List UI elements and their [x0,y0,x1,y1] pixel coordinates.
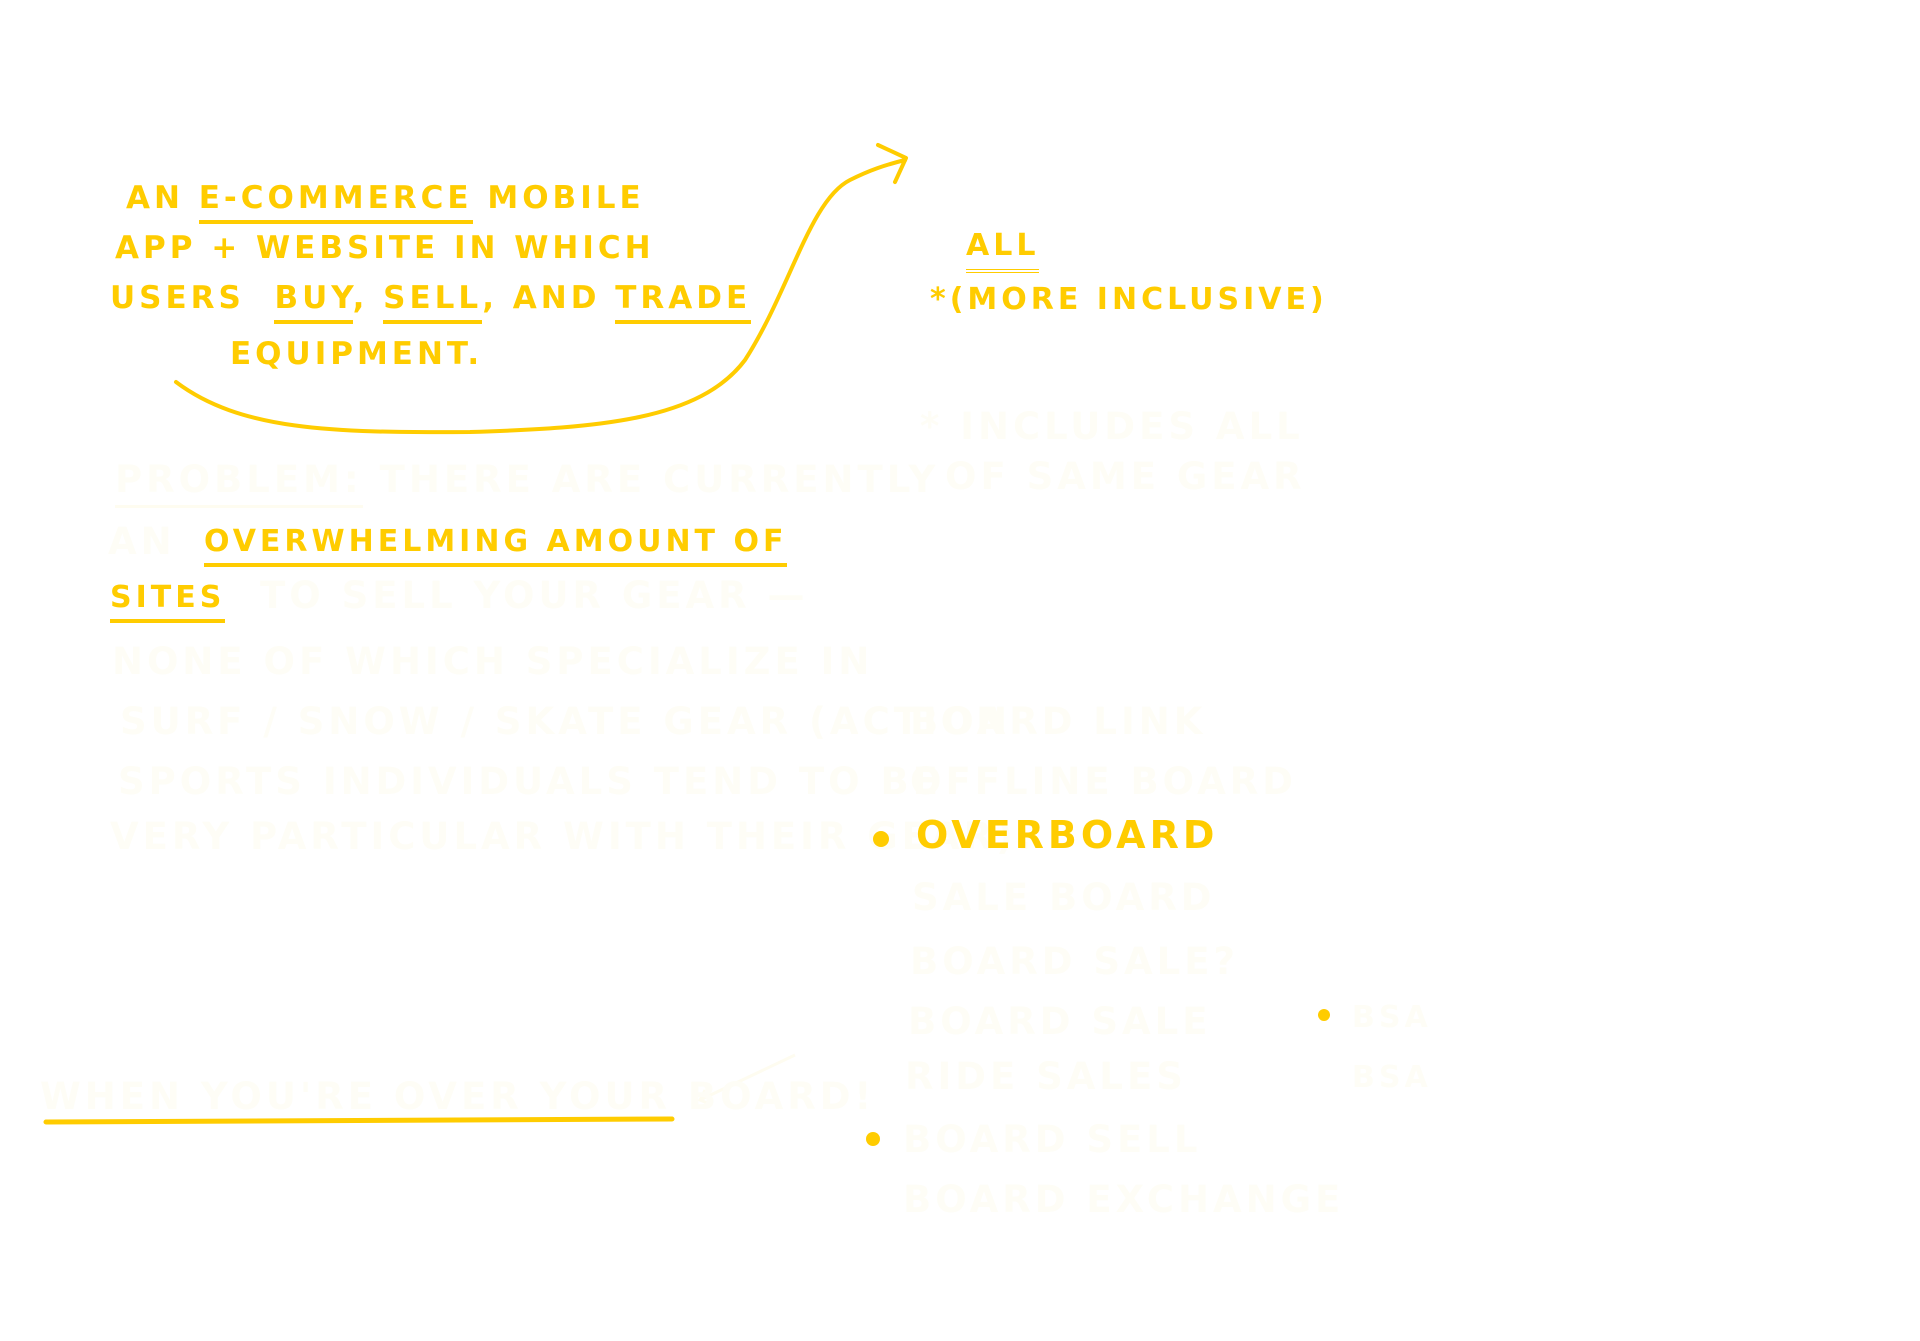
problem-label: Problem: [115,458,363,508]
intro-line-2: App + Website in which [115,230,655,266]
problem-keyword-sites: Sites [110,580,226,623]
arrowhead-icon [876,143,908,184]
right-idea: BSA [1352,1060,1432,1095]
name-idea: Ride Sales [905,1055,1187,1098]
tagline-underline [43,1116,675,1125]
intro-keyword-trade: Trade [615,280,752,324]
problem-line-7: very particular with their gear). [110,815,1036,858]
problem-line-4: none of which specialize in [112,640,874,683]
bullet-icon [873,831,889,847]
faint-header-line-1: * includes all [920,405,1304,448]
problem-keyword-overwhelming: Overwhelming amount of [204,524,788,567]
faint-idea: Offline Board [910,760,1297,803]
target-all: All [966,228,1040,273]
bullet-icon [866,1132,880,1146]
tagline: When you're over your board! [40,1075,876,1118]
intro-word: Mobile [487,180,645,216]
problem-text: There are currently [379,458,940,501]
name-idea: Sale Board [912,876,1216,919]
problem-text: to sell your gear — [260,574,809,617]
intro-word: Users [110,280,245,316]
curved-arrow-stroke [174,158,907,435]
problem-line-6: sports individuals tend to be [118,760,942,803]
intro-keyword-sell: Sell [383,280,483,324]
target-note: *(More inclusive) [930,282,1328,317]
name-idea: Board Exchange [903,1178,1345,1221]
name-idea: Board Sale? [910,940,1239,983]
intro-keyword-ecommerce: E-Commerce [198,180,473,224]
name-idea: Board Sell [903,1118,1202,1161]
faint-idea: Board Link [910,700,1207,743]
problem-line-2: an Overwhelming amount of [108,520,788,567]
name-idea: Board Sale [908,1000,1212,1043]
problem-line-1: Problem: There are currently [115,458,940,508]
name-idea-overboard: Overboard [916,813,1219,857]
right-idea: BSA [1352,1000,1432,1035]
intro-word: An [126,180,184,216]
intro-line-4: Equipment. [230,336,484,372]
intro-line-3: Users Buy, Sell, and Trade [110,272,752,324]
separator: , [352,280,369,316]
faint-pointer-arrow [697,1053,796,1107]
intro-line-1: An E-Commerce Mobile [126,172,645,224]
problem-line-5: surf / snow / skate gear (action [120,700,1012,743]
intro-keyword-buy: Buy [274,280,353,324]
separator: , and [482,280,601,316]
bullet-icon [1318,1009,1330,1021]
problem-text: an [108,520,176,563]
faint-header-line-2: of same gear [945,455,1306,498]
